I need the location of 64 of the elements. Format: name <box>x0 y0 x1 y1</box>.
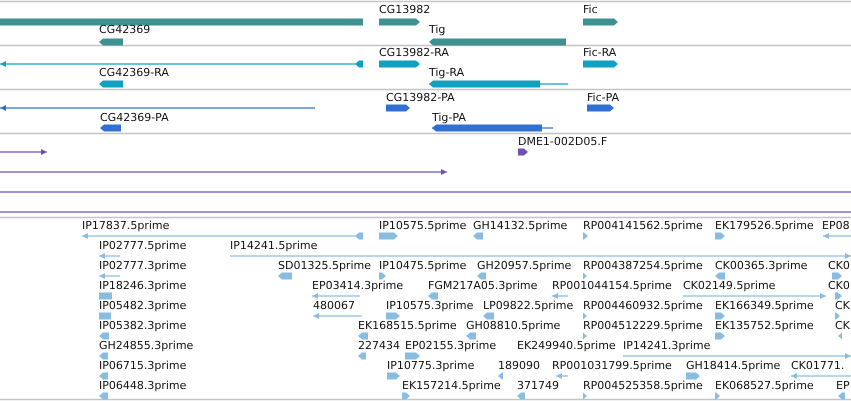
feature-label: DME1-002D05.F <box>518 136 608 148</box>
feature-label: IP14241.5prime <box>230 240 318 252</box>
feature-label: GH08810.5prime <box>466 320 560 332</box>
feature-label: IP10775.3prime <box>387 360 474 372</box>
feature-label: GH20957.5prime <box>477 260 572 272</box>
feature-label: EK166349.5prime <box>715 300 814 312</box>
feature-label: SD01325.5prime <box>278 260 371 272</box>
feature-label: 189090 <box>498 360 540 372</box>
feature-label: EK135752.5prime <box>715 320 814 332</box>
feature-label: EP <box>836 380 850 392</box>
feature-label: Fic <box>583 4 598 16</box>
feature-label: EK157214.5prime <box>402 380 501 392</box>
feature-label: EK168515.5prime <box>358 320 457 332</box>
feature-label: EP08 <box>822 220 850 232</box>
feature-label: GH14132.5prime <box>473 220 568 232</box>
feature-label: IP14241.3prime <box>623 340 710 352</box>
feature-label: EP02155.3prime <box>405 340 496 352</box>
feature-label: IP02777.3prime <box>99 260 186 272</box>
feature-label: RP001031799.5prime <box>552 360 672 372</box>
feature-label: CK0 <box>828 280 850 292</box>
feature-label: CG13982-PA <box>386 92 455 104</box>
feature-label: Tig-PA <box>432 112 466 124</box>
feature-label: GH18414.5prime <box>686 360 780 372</box>
feature-label: IP02777.5prime <box>99 240 186 252</box>
feature-label: RP004525358.5prime <box>583 380 703 392</box>
feature-label: 480067 <box>313 300 355 312</box>
feature-label: EK068527.5prime <box>715 380 814 392</box>
feature-label: Tig-RA <box>429 67 464 79</box>
feature-label: CK <box>835 320 850 332</box>
feature-label: 227434 <box>358 340 400 352</box>
feature-label: EK249940.5prime <box>517 340 616 352</box>
feature-label: LP09822.5prime <box>483 300 574 312</box>
feature-label: IP10575.5prime <box>379 220 466 232</box>
feature-label: IP17837.5prime <box>82 220 170 232</box>
feature-label: CK <box>835 300 850 312</box>
feature-label: RP004512229.5prime <box>583 320 703 332</box>
feature-label: IP10575.3prime <box>386 300 474 312</box>
feature-label: 371749 <box>517 380 559 392</box>
feature-label: Fic-PA <box>587 92 620 104</box>
feature-label: CG42369-PA <box>100 112 169 124</box>
feature-label: IP10475.5prime <box>379 260 466 272</box>
feature-label: Fic-RA <box>583 47 616 59</box>
feature-label: CK0 <box>828 260 850 272</box>
feature-label: CK02149.5prime <box>683 280 776 292</box>
feature-label: IP18246.3prime <box>99 280 186 292</box>
feature-label: EK179526.5prime <box>715 220 814 232</box>
feature-label: IP05482.3prime <box>99 300 186 312</box>
feature-label: RP004387254.5prime <box>583 260 703 272</box>
feature-label: Tig <box>429 24 446 36</box>
feature-label: CG13982 <box>379 4 430 16</box>
feature-label: GH24855.3prime <box>99 340 194 352</box>
feature-label: EP03414.3prime <box>312 280 404 292</box>
feature-label: CK00365.3prime <box>715 260 808 272</box>
feature-label: CK01771. <box>791 360 844 372</box>
feature-label: CG42369-RA <box>99 67 169 79</box>
feature-label: RP001044154.5prime <box>552 280 672 292</box>
feature-label: IP06715.3prime <box>99 360 186 372</box>
feature-label: RP004460932.5prime <box>583 300 703 312</box>
feature-label: RP004141562.5prime <box>583 220 703 232</box>
feature-label: FGM217A05.3prime <box>428 280 538 292</box>
feature-label: IP06448.3prime <box>99 380 186 392</box>
feature-label: IP05382.3prime <box>99 320 186 332</box>
feature-label: CG13982-RA <box>379 47 449 59</box>
feature-label: CG42369 <box>99 24 150 36</box>
